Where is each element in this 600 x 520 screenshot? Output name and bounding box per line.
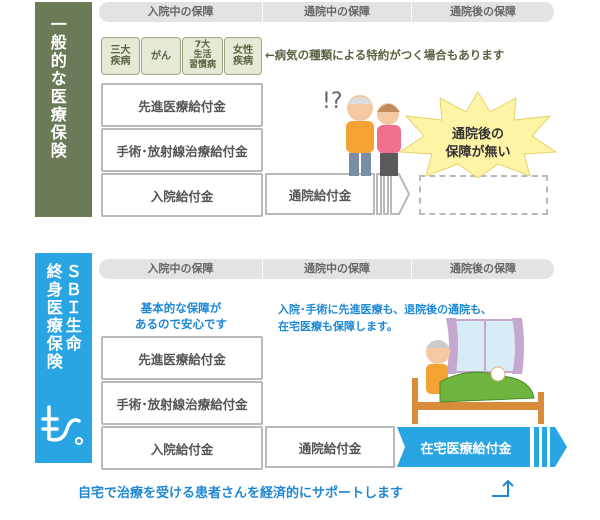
sbi-side-label-company: ＳＢＩ生命	[62, 263, 82, 353]
no-coverage-burst	[398, 91, 558, 178]
sbi-advanced-note: 入院･手術に先進医療も、退院後の通院も、 在宅医療も保障します。	[278, 303, 492, 334]
sbi-row-surgery: 手術･放射線治療給付金	[101, 381, 263, 425]
general-outpatient-arrow	[265, 173, 411, 215]
sbi-header-after: 通院後の保障	[412, 259, 554, 279]
sbi-header-inpatient: 入院中の保障	[99, 259, 262, 279]
general-row-advanced-medical: 先進医療給付金	[101, 83, 263, 127]
general-side-panel: 一般的な医療保険	[35, 2, 92, 217]
footer-text: 自宅で治療を受ける患者さんを経済的にサポートします	[78, 486, 404, 501]
sbi-side-panel: ＳＢＩ生命 終身医療保険	[35, 253, 92, 463]
sbi-outpatient-label: 通院給付金	[298, 440, 362, 456]
footer-arrow-icon	[492, 479, 514, 497]
home-care-bed-illustration	[412, 318, 544, 424]
general-row-inpatient: 入院給付金	[101, 173, 263, 217]
tag-lifestyle-diseases: 7大生活習慣病	[182, 37, 223, 75]
elderly-couple-illustration: !?	[322, 89, 401, 176]
general-empty-after-box	[419, 175, 548, 215]
sbi-side-label-product: 終身医療保険	[43, 263, 63, 371]
sbi-row-advanced-medical: 先進医療給付金	[101, 336, 263, 380]
sbi-home-care-label: 在宅医療給付金	[420, 441, 512, 457]
sbi-header-outpatient: 通院中の保障	[263, 259, 411, 279]
svg-text:!?: !?	[322, 89, 343, 114]
general-header-after: 通院後の保障	[412, 2, 554, 22]
sbi-row-inpatient: 入院給付金	[101, 426, 263, 470]
tag-cancer: がん	[141, 37, 181, 75]
tag-three-major-diseases: 三大疾病	[101, 37, 140, 75]
sbi-basic-note: 基本的な保障が あるので安心です	[135, 301, 227, 331]
tag-female-diseases: 女性疾病	[224, 37, 262, 75]
general-row-surgery: 手術･放射線治療給付金	[101, 128, 263, 172]
sbi-coverage-arrow	[265, 426, 567, 468]
general-header-inpatient: 入院中の保障	[99, 2, 262, 22]
general-header-outpatient: 通院中の保障	[263, 2, 411, 22]
tag-note: ←病気の種類による特約がつく場合もあります	[265, 48, 505, 62]
general-side-label: 一般的な医療保険	[47, 16, 67, 160]
general-outpatient-label: 通院給付金	[288, 187, 352, 203]
no-coverage-text: 通院後の 保障が無い	[445, 127, 511, 160]
sbi-logo-mark	[41, 405, 83, 445]
